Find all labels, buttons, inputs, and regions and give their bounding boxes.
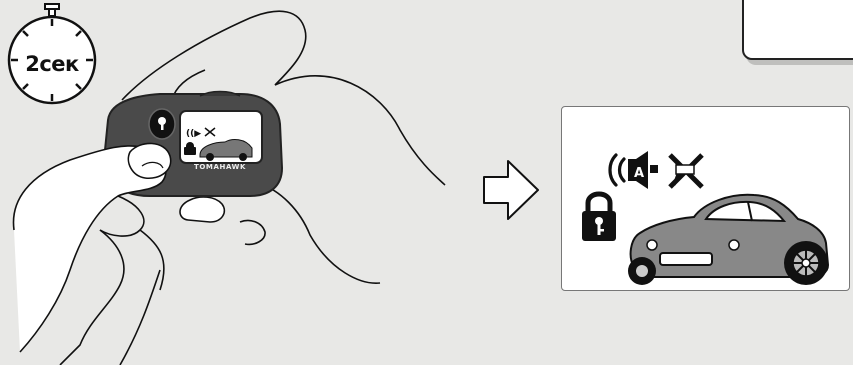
svg-text:A: A [634,166,644,181]
display-zoom-panel: A [561,106,850,291]
arrow-right-icon [478,155,548,225]
corner-info-box [742,0,853,60]
display-icons: A [562,107,849,290]
hands-with-remote: ((▶ [0,0,480,365]
speaker-a-icon: A [628,151,658,189]
crossed-trigger-icon [670,155,702,187]
remote-brand-label: TOMAHAWK [179,163,261,171]
car-icon [628,195,828,285]
svg-text:((▶: ((▶ [186,129,201,139]
signal-waves-icon [610,155,624,185]
padlock-key-icon [582,194,616,241]
